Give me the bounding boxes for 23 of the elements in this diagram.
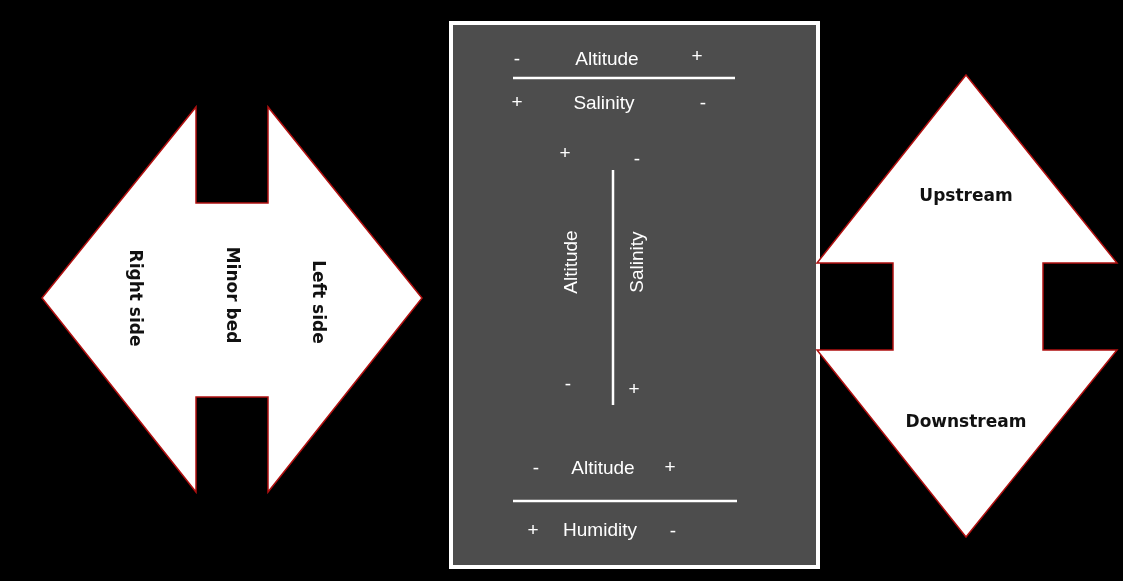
text-label: Altitude: [571, 457, 635, 477]
text-label: Left side: [309, 260, 327, 344]
sign-label: -: [633, 148, 641, 168]
sign-label: -: [699, 92, 707, 112]
sign-label: -: [669, 520, 677, 540]
sign-label: -: [513, 48, 521, 68]
text-label: Right side: [126, 249, 144, 347]
sign-label: +: [559, 142, 571, 162]
text-label: Altitude: [575, 48, 639, 68]
sign-label: -: [564, 373, 572, 393]
sign-label: -: [532, 457, 540, 477]
text-label: Altitude: [560, 230, 580, 294]
sign-label: +: [664, 456, 676, 476]
sign-label: +: [527, 519, 539, 539]
text-label: Salinity: [573, 92, 635, 112]
text-label: Downstream: [905, 412, 1027, 430]
sign-label: +: [511, 91, 523, 111]
sign-label: +: [628, 378, 640, 398]
text-label: Salinity: [626, 231, 646, 293]
text-label: Minor bed: [223, 246, 241, 344]
sign-label: +: [691, 45, 703, 65]
text-label: Humidity: [563, 519, 637, 539]
text-label: Upstream: [919, 186, 1013, 204]
